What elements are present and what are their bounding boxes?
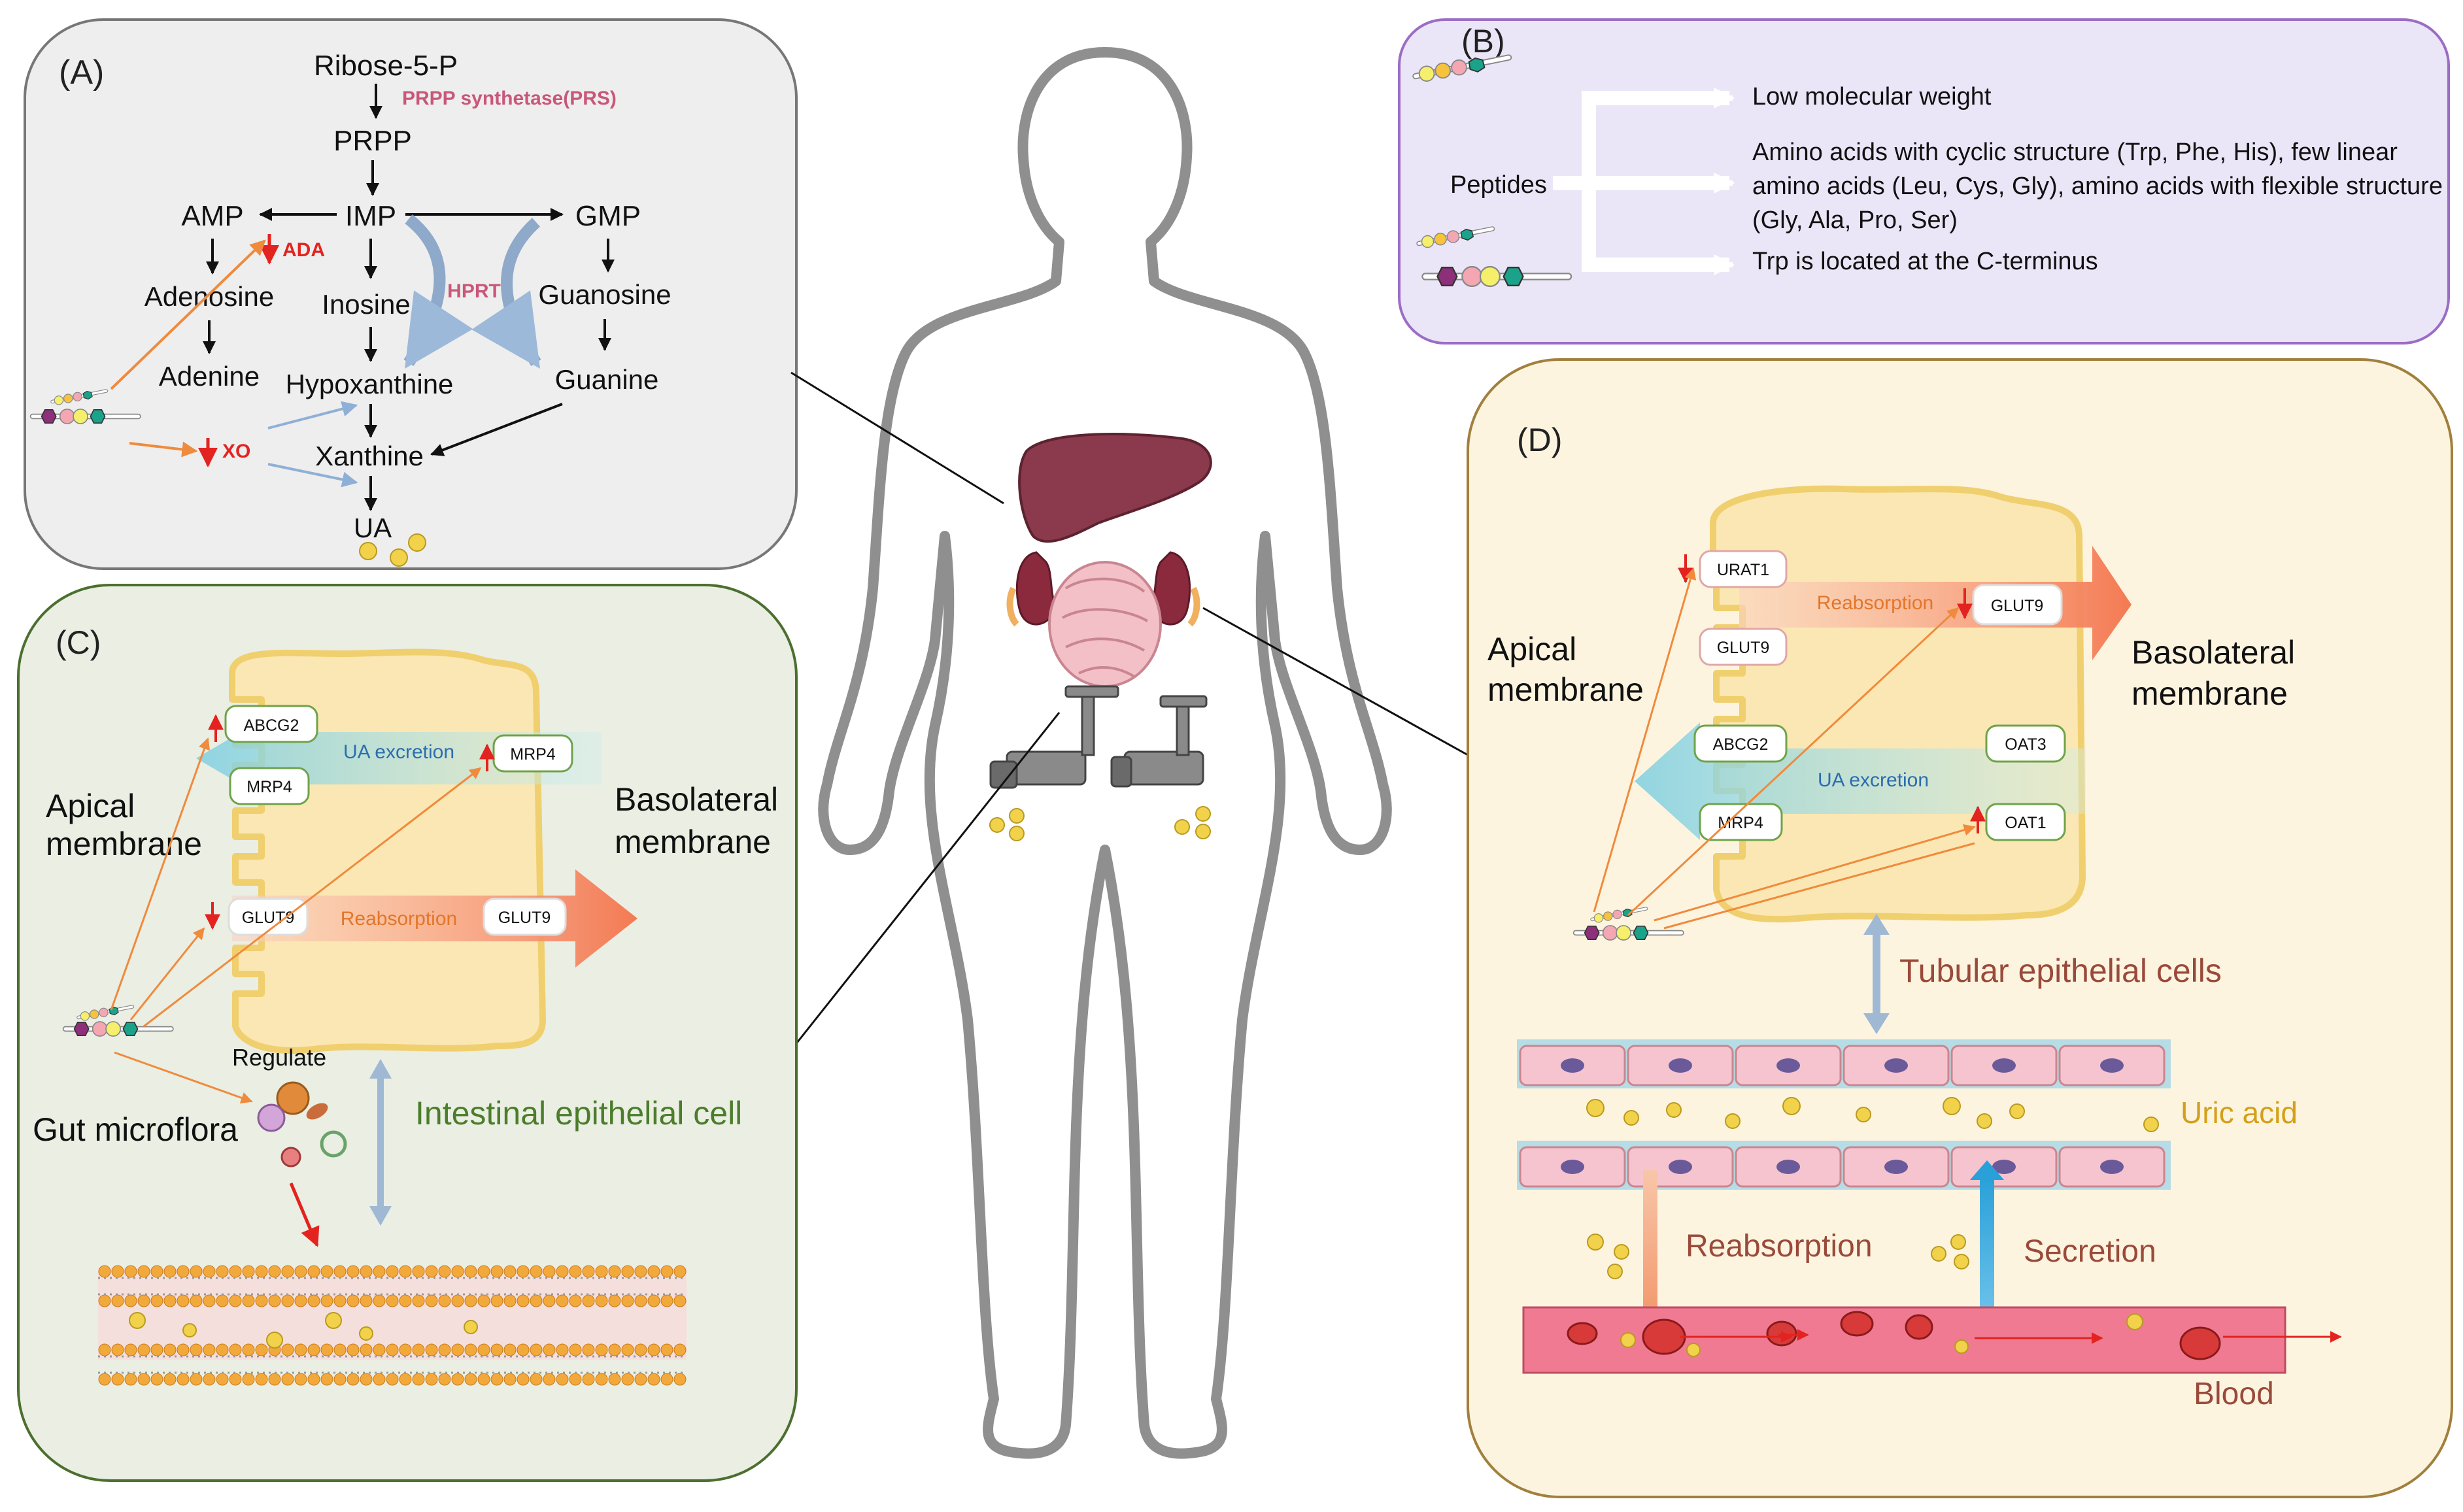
apical-label-d-l2: membrane (1487, 671, 1644, 708)
uric-acid-dots-d (1586, 1097, 2159, 1132)
enzyme-prs: PRPP synthetase(PRS) (402, 88, 617, 109)
svg-text:MRP4: MRP4 (1718, 814, 1763, 832)
uric-acid-dots (359, 533, 426, 567)
basolateral-label-c-l1: Basolateral (615, 781, 778, 818)
kidney-right (1149, 551, 1191, 626)
gut-microflora-label: Gut microflora (33, 1111, 238, 1148)
reabsorption-label-bottom: Reabsorption (1686, 1229, 1873, 1264)
basolateral-label-c-l2: membrane (615, 824, 771, 860)
blood-label: Blood (2194, 1377, 2274, 1411)
regulate-label: Regulate (232, 1044, 326, 1071)
svg-text:GLUT9: GLUT9 (1717, 639, 1770, 657)
apical-label-c-l2: membrane (46, 826, 202, 862)
transporter-abcg2-c: ABCG2 (224, 705, 318, 743)
reabsorption-label-d: Reabsorption (1817, 592, 1933, 614)
faucet-right (1110, 695, 1208, 788)
svg-text:OAT1: OAT1 (2005, 814, 2046, 832)
property-trp-c-terminus: Trp is located at the C-terminus (1752, 248, 2098, 275)
peptides-label: Peptides (1450, 171, 1547, 199)
svg-text:ABCG2: ABCG2 (244, 716, 299, 735)
connector-a (790, 371, 1004, 505)
ua-excretion-label-d: UA excretion (1818, 769, 1929, 791)
node-adenosine: Adenosine (144, 281, 275, 312)
svg-text:MRP4: MRP4 (510, 745, 556, 764)
intestinal-epithelial-cell-label: Intestinal epithelial cell (415, 1095, 742, 1132)
reabsorption-arrow-down (1643, 1170, 1657, 1311)
lipid-bilayer (98, 1265, 687, 1386)
transporter-oat1-d: OAT1 (1985, 803, 2066, 841)
svg-text:OAT3: OAT3 (2005, 735, 2046, 754)
secretion-label: Secretion (2024, 1234, 2156, 1269)
node-adenine: Adenine (159, 361, 260, 392)
reabsorption-label-c: Reabsorption (341, 908, 457, 930)
svg-text:URAT1: URAT1 (1717, 561, 1769, 579)
enzyme-ada: ADA (282, 239, 325, 261)
node-inosine: Inosine (322, 289, 410, 320)
node-guanine: Guanine (555, 364, 659, 395)
transporter-glut9-left-c: GLUT9 (228, 898, 309, 936)
transporter-mrp4-left-c: MRP4 (229, 767, 310, 805)
panel-a-label: (A) (59, 54, 104, 92)
svg-text:GLUT9: GLUT9 (1991, 597, 2044, 615)
node-ua: UA (354, 512, 392, 543)
body-uric-acid-dots (989, 806, 1211, 841)
panel-d: (D) Reabsorption UA excretion URAT1 GLUT… (1467, 358, 2453, 1498)
svg-text:MRP4: MRP4 (246, 778, 292, 796)
uric-acid-label: Uric acid (2181, 1096, 2298, 1130)
property-low-molecular-weight: Low molecular weight (1752, 83, 1992, 110)
human-body (790, 47, 1469, 1459)
svg-text:GLUT9: GLUT9 (498, 909, 551, 927)
microbe-icons (257, 1081, 347, 1168)
transporter-urat1-d: URAT1 (1699, 550, 1788, 588)
panel-a: (A) Ribose-5-P PRPP synthetase(PRS) PRPP… (24, 18, 798, 570)
transporter-mrp4-right-c: MRP4 (492, 734, 573, 773)
node-prpp: PRPP (333, 125, 412, 157)
transporter-glut9-right-c: GLUT9 (483, 898, 567, 936)
epithelial-row-bottom (1517, 1141, 2171, 1190)
transporter-glut9-right-d: GLUT9 (1972, 584, 2063, 626)
enzyme-hprt: HPRT (447, 280, 501, 302)
transporter-glut9-left-d: GLUT9 (1699, 628, 1788, 666)
panel-d-label: (D) (1517, 422, 1562, 458)
panel-b: (B) Peptides Low molecular weight Amino … (1398, 18, 2450, 344)
blood-vessel (1522, 1306, 2342, 1374)
kidney-left (1015, 551, 1057, 626)
node-amp: AMP (181, 200, 243, 232)
transporter-abcg2-d: ABCG2 (1693, 724, 1788, 763)
body-outline (818, 47, 1392, 1459)
node-imp: IMP (345, 200, 396, 232)
node-ribose-5-p: Ribose-5-P (314, 50, 458, 82)
apical-label-d-l1: Apical (1487, 631, 1576, 667)
node-gmp: GMP (575, 200, 641, 232)
node-hypoxanthine: Hypoxanthine (286, 369, 454, 399)
reabsorption-arrow-c (232, 869, 637, 967)
basolateral-label-d-l2: membrane (2132, 675, 2288, 712)
panel-c-label: (C) (56, 624, 101, 661)
panel-c: (C) UA excretion Reabsorption ABCG2 MRP4… (17, 584, 798, 1482)
property-amino-acids-l1: Amino acids with cyclic structure (Trp, … (1752, 139, 2398, 166)
property-amino-acids-l3: (Gly, Ala, Pro, Ser) (1752, 207, 1958, 234)
intestine (1048, 561, 1162, 688)
node-xanthine: Xanthine (315, 441, 424, 471)
transporter-oat3-d: OAT3 (1985, 724, 2066, 763)
faucet-left (989, 685, 1119, 789)
transporter-mrp4-d: MRP4 (1699, 803, 1783, 841)
basolateral-label-d-l1: Basolateral (2132, 634, 2295, 671)
node-guanosine: Guanosine (538, 279, 671, 310)
panel-b-label: (B) (1461, 23, 1505, 59)
secretion-arrow-up (1980, 1177, 1994, 1320)
liver (1018, 433, 1212, 543)
connector-c (793, 712, 1061, 1047)
property-amino-acids-l2: amino acids (Leu, Cys, Gly), amino acids… (1752, 173, 2443, 200)
enzyme-xo: XO (222, 441, 250, 462)
tubular-epithelial-cells-label: Tubular epithelial cells (1899, 952, 2222, 989)
connector-d (1202, 607, 1469, 756)
svg-text:ABCG2: ABCG2 (1713, 735, 1769, 754)
ua-excretion-label-c: UA excretion (343, 741, 454, 763)
reabsorption-arrow-d (1739, 546, 2132, 660)
epithelial-row-top (1517, 1039, 2171, 1088)
apical-label-c-l1: Apical (46, 788, 135, 824)
